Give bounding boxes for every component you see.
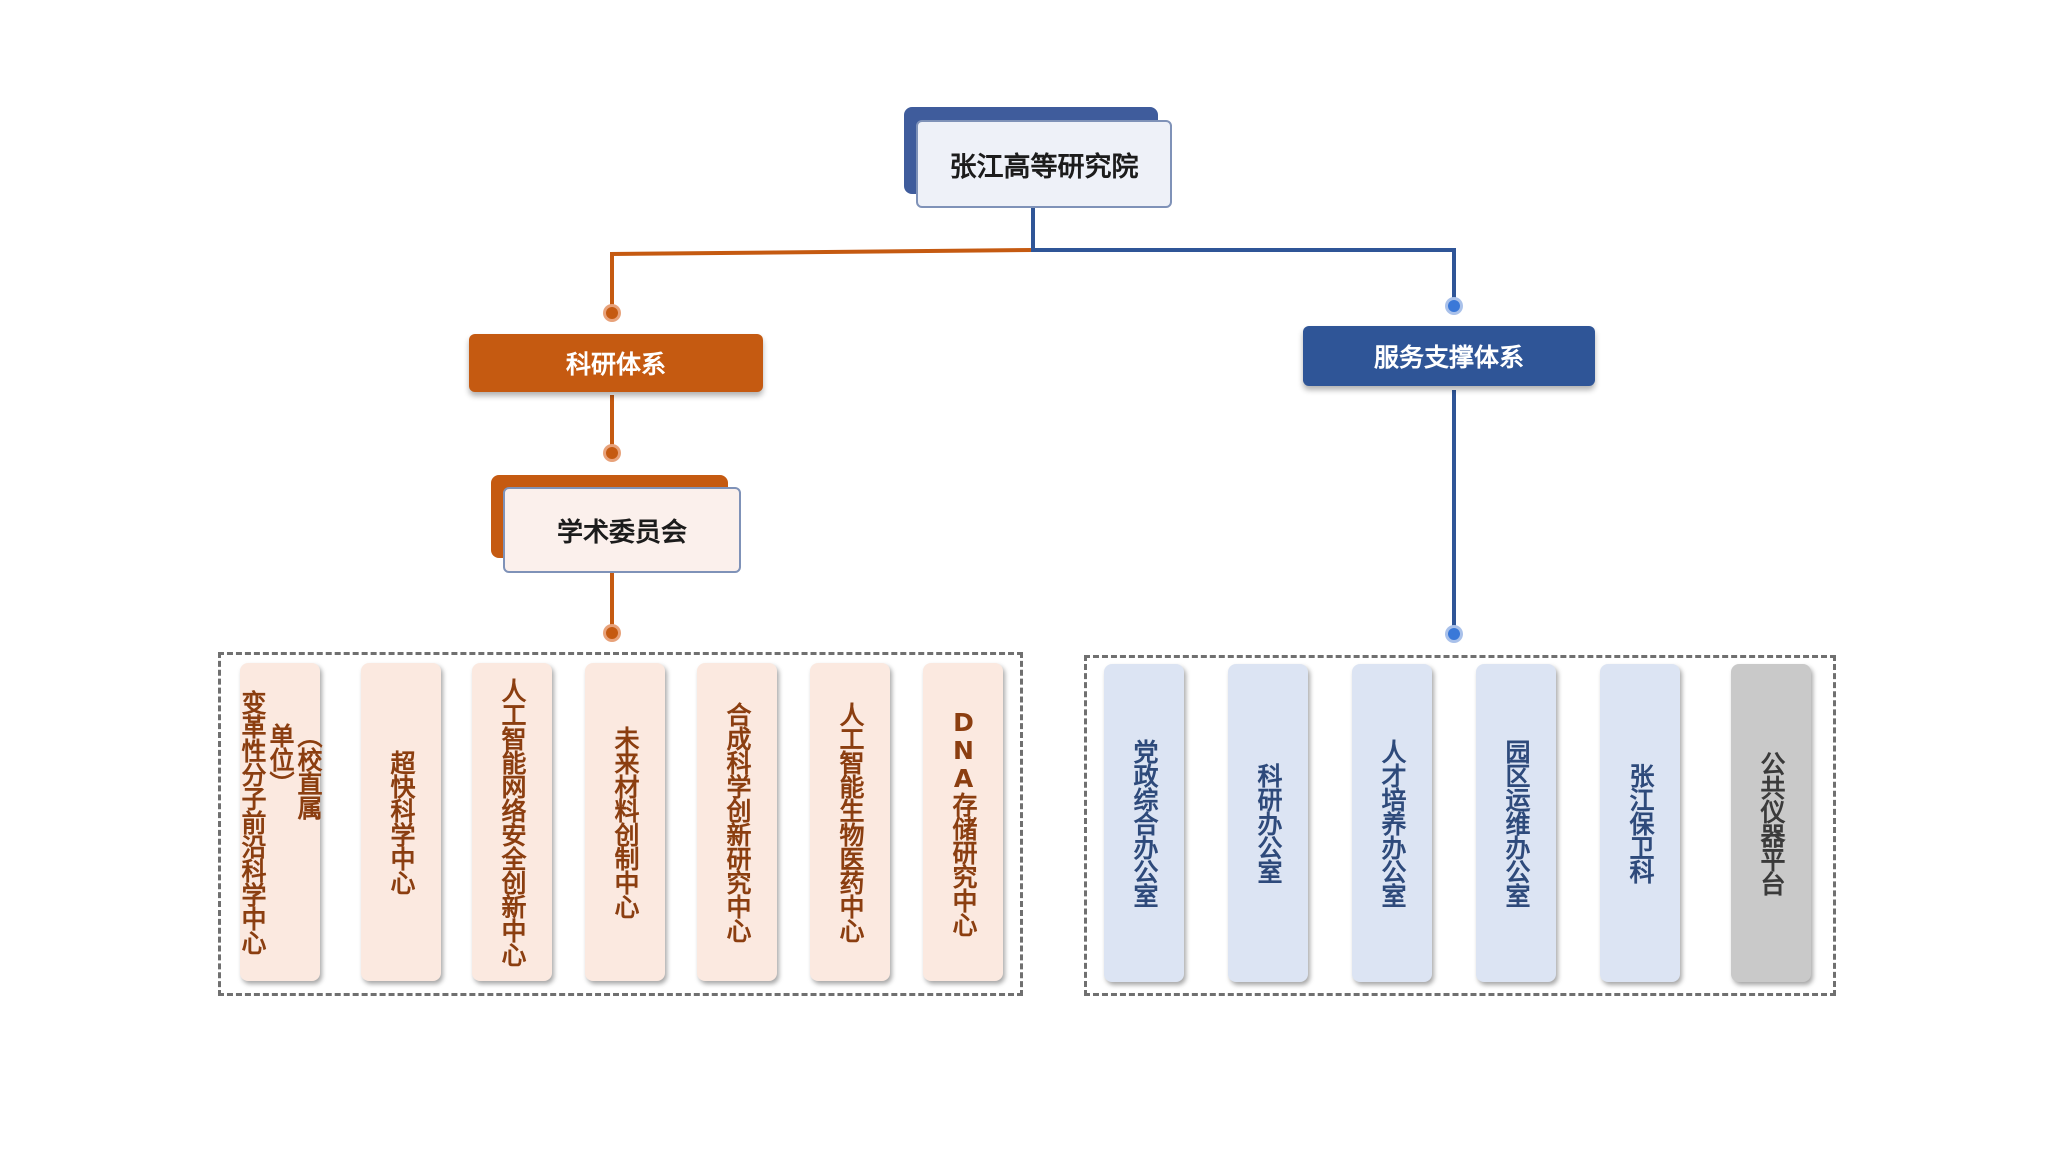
service-unit: 党政综合办公室 [1104,664,1184,982]
service-unit-label: 人才培养办公室 [1378,739,1407,907]
service-unit: 公共仪器平台 [1731,664,1811,982]
research-unit: 未来材料创制中心 [585,663,665,981]
research-unit: 人工智能网络安全创新中心 [472,663,552,981]
connector-dot [606,447,618,459]
research-unit: DNA存储研究中心 [923,663,1003,981]
service-unit-label: 党政综合办公室 [1130,739,1159,907]
service-system-box: 服务支撑体系 [1303,326,1595,386]
root-node-title: 张江高等研究院 [916,120,1172,208]
service-unit-label: 公共仪器平台 [1757,751,1786,895]
root-to-service-connector [1031,206,1456,305]
service-unit-label: 张江保卫科 [1626,763,1655,883]
connector-dot [1448,628,1460,640]
research-unit-note: （校直属单位） [266,723,323,819]
committee-title: 学术委员会 [503,487,741,573]
service-unit: 人才培养办公室 [1352,664,1432,982]
research-unit-label: 未来材料创制中心 [611,726,640,918]
research-unit-label: DNA存储研究中心 [949,708,978,936]
research-unit-label: 超快科学中心 [387,750,416,894]
service-unit-label: 科研办公室 [1254,763,1283,883]
connector-dot [1448,300,1460,312]
research-unit: 人工智能生物医药中心 [810,663,890,981]
research-unit: 变革性分子前沿科学中心 （校直属单位） [238,663,323,981]
research-units-group [218,652,1023,996]
service-unit: 张江保卫科 [1600,664,1680,982]
service-unit: 科研办公室 [1228,664,1308,982]
research-unit-label: 人工智能网络安全创新中心 [498,678,527,966]
research-system-box: 科研体系 [469,334,763,392]
research-unit-label: 人工智能生物医药中心 [836,702,865,942]
research-unit-label: 合成科学创新研究中心 [723,702,752,942]
root-to-research-connector [610,248,1034,312]
research-unit: 合成科学创新研究中心 [697,663,777,981]
connector-dot [606,307,618,319]
connector-dot [606,627,618,639]
service-unit: 园区运维办公室 [1476,664,1556,982]
research-unit-label: 变革性分子前沿科学中心 [238,690,267,954]
service-units-group [1084,655,1836,996]
service-unit-label: 园区运维办公室 [1502,739,1531,907]
research-unit: 超快科学中心 [361,663,441,981]
